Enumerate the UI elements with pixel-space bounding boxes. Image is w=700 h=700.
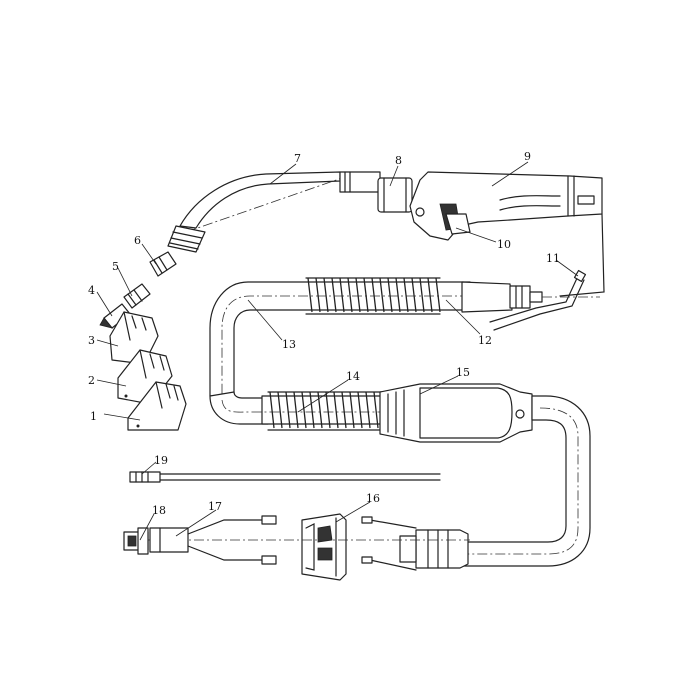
callout-5: 5	[112, 260, 119, 273]
trigger-part-10	[445, 213, 471, 235]
callout-19: 19	[154, 454, 168, 467]
central-connector-plug	[361, 516, 469, 571]
callout-6: 6	[134, 234, 141, 247]
nozzle-adapter-part-6	[149, 251, 177, 277]
connector-part-12	[461, 281, 600, 313]
callout-16: 16	[366, 492, 380, 505]
spring-upper	[305, 277, 441, 315]
callout-1: 1	[90, 410, 97, 423]
callout-10: 10	[497, 238, 511, 251]
swan-neck-part-7	[167, 171, 381, 253]
callout-7: 7	[294, 152, 301, 165]
nozzle-part-1	[127, 381, 187, 431]
control-wire-part-11	[489, 213, 605, 331]
callout-14: 14	[346, 370, 360, 383]
cable-upper-part-13	[209, 281, 471, 400]
callout-9: 9	[524, 150, 531, 163]
handle-part-9	[409, 171, 603, 241]
callout-labels: 1 2 3 4 5 6 7 8 9 10 11 12 13 14 15 16 1…	[88, 150, 560, 517]
spring-lower-part-14	[267, 391, 383, 431]
nut-part-8	[377, 177, 413, 213]
callout-18: 18	[152, 504, 166, 517]
callout-3: 3	[88, 334, 95, 347]
liner-part-19	[129, 471, 441, 483]
grip-part-15	[379, 383, 533, 443]
callout-15: 15	[456, 366, 470, 379]
callout-8: 8	[395, 154, 402, 167]
callout-2: 2	[88, 374, 95, 387]
callout-12: 12	[478, 334, 492, 347]
leader-lines	[96, 161, 579, 541]
callout-13: 13	[282, 338, 296, 351]
tip-holder-part-5	[123, 283, 151, 309]
connector-nut-part-16	[301, 513, 347, 581]
callout-11: 11	[546, 252, 560, 265]
callout-17: 17	[208, 500, 222, 513]
callout-4: 4	[88, 284, 95, 297]
